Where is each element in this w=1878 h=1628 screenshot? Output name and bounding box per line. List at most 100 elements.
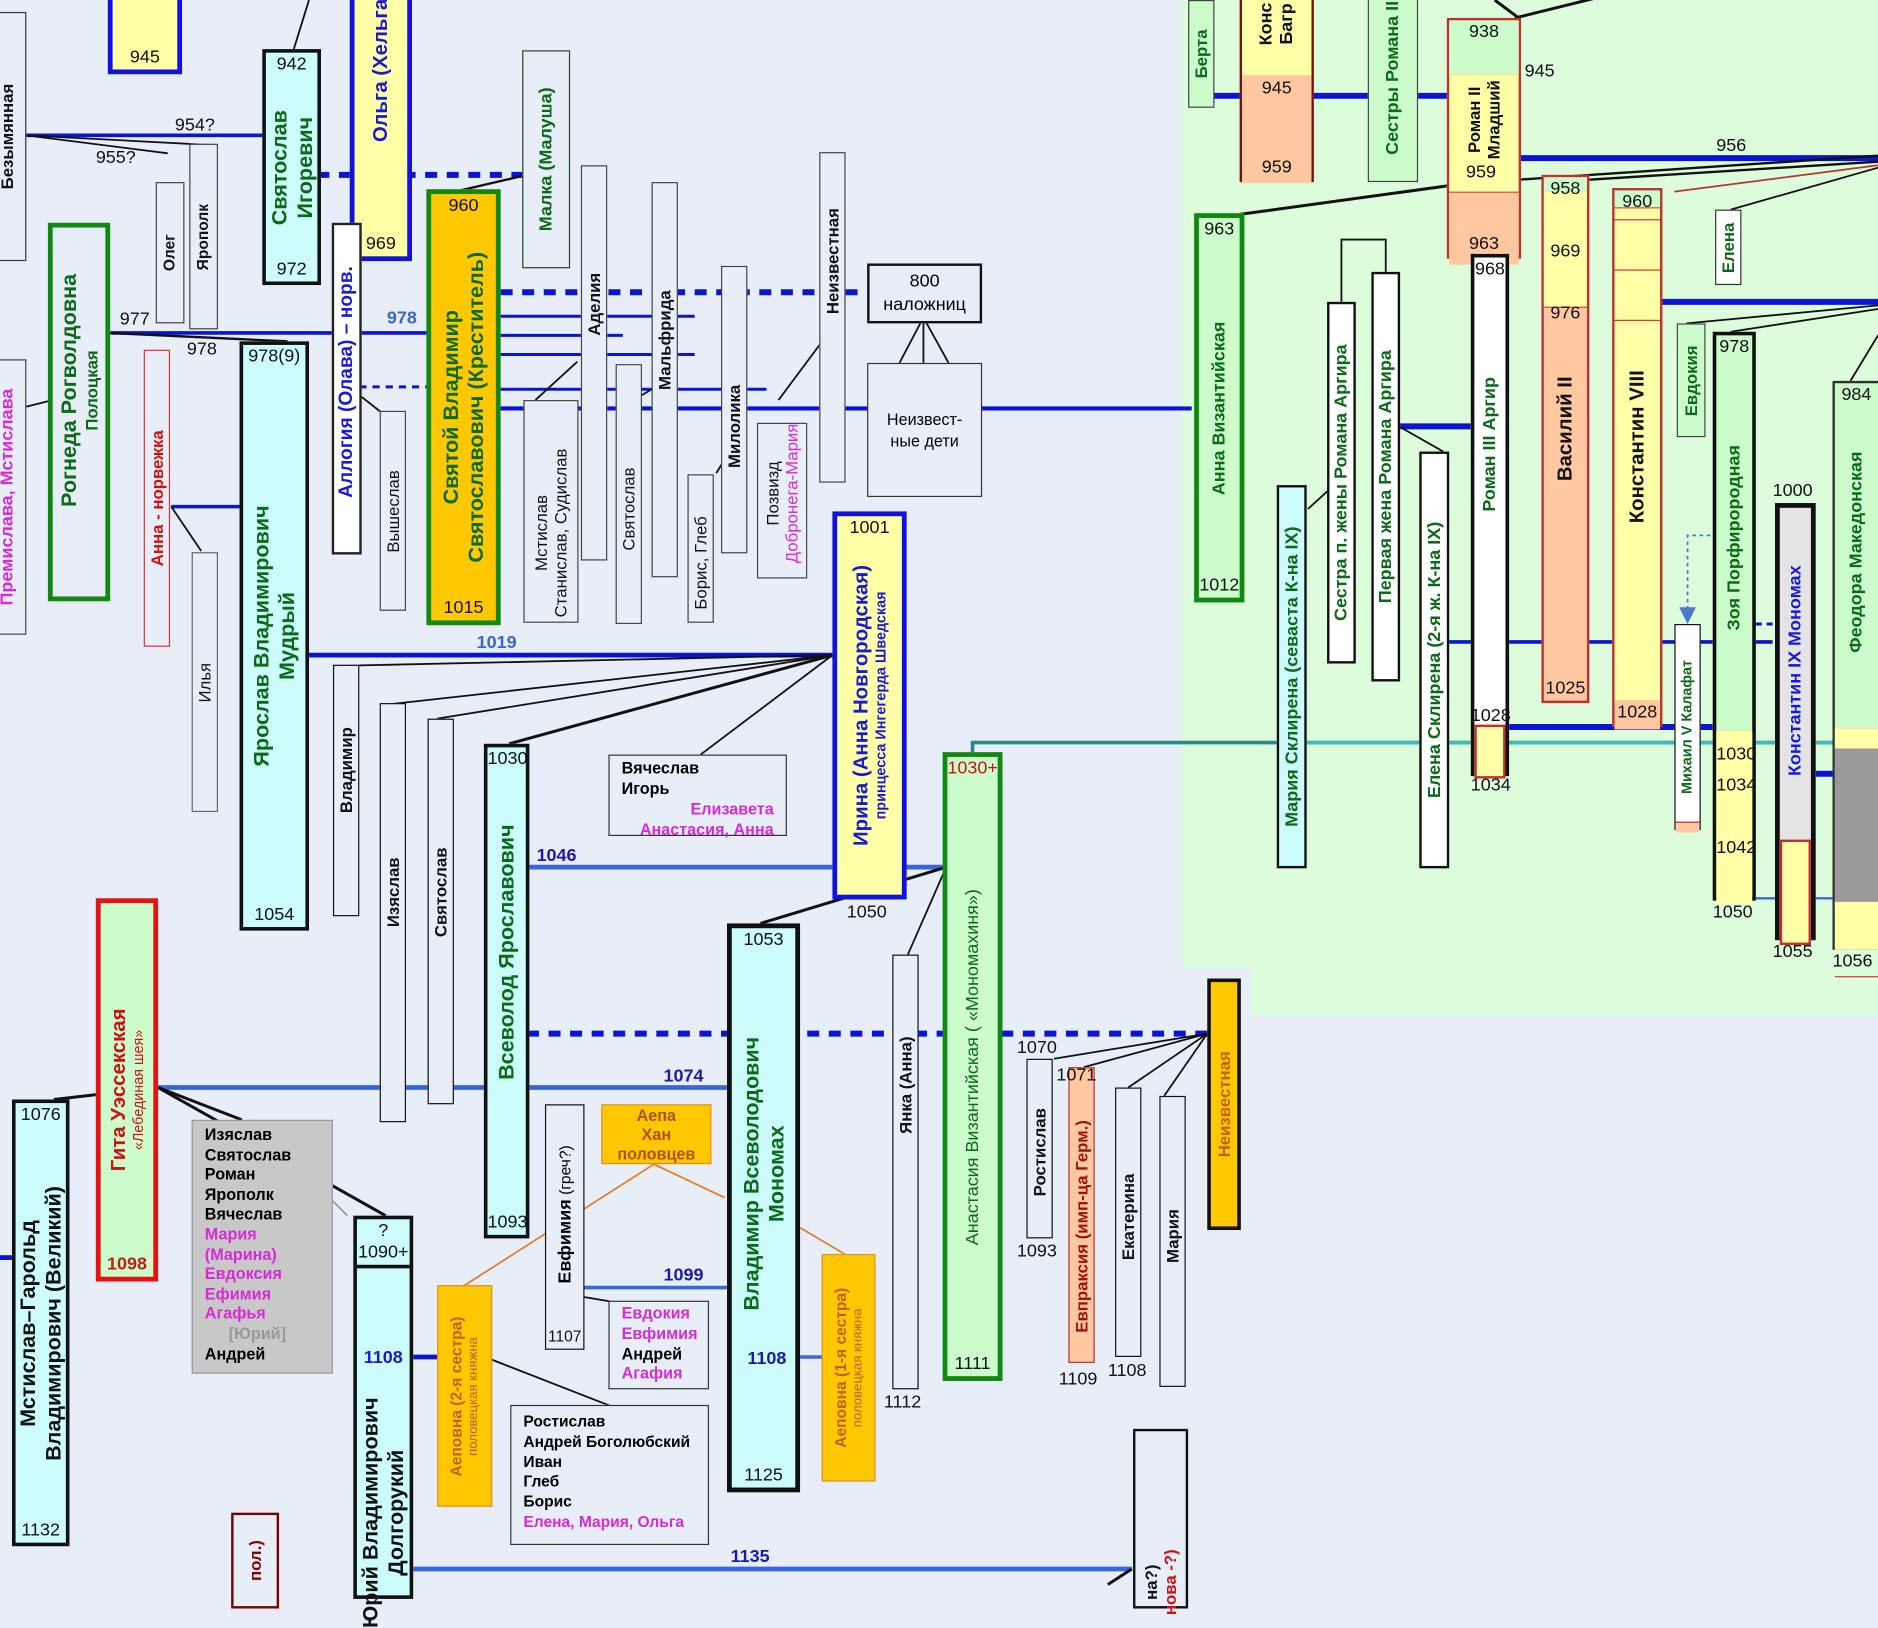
child-name: Святослав <box>204 1145 292 1164</box>
svyatoslav3-box[interactable]: Святослав <box>427 718 454 1105</box>
neizvestnaya1-box[interactable]: Неизвестная <box>819 152 846 483</box>
name-text: Святослав <box>266 109 291 225</box>
name-text: нова -?) <box>1160 1548 1180 1615</box>
anna-byz-box-label: Анна Византийская <box>1209 321 1230 495</box>
birth-year-uncertain: ? <box>378 1220 389 1241</box>
parent-line <box>534 361 578 401</box>
malka-box[interactable]: Малка (Малуша) <box>522 50 571 269</box>
olga-box[interactable]: 945 <box>107 0 183 75</box>
anna-norvezhka-box[interactable]: Анна - норвежка <box>143 349 171 647</box>
premyslava-box[interactable]: Премислава, Мстислава <box>0 359 27 635</box>
death-year: 1034 <box>1470 774 1511 796</box>
reign-divider <box>1614 219 1661 221</box>
elena-sklirena-box[interactable]: Елена Склирена (2-я ж. К-на IX) <box>1419 451 1450 869</box>
neizvestnaya2-box[interactable]: Неизвестная <box>1207 978 1241 1231</box>
yanka-box-label: Янка (Анна) <box>896 1037 915 1134</box>
bezymyannaya-box[interactable]: Безымянная <box>0 11 27 262</box>
name-text: Михаил V Калафат <box>1678 659 1695 795</box>
olga-box-2[interactable]: Ольга (Хельга)969 <box>349 0 413 262</box>
berta-box[interactable]: Берта <box>1188 0 1215 108</box>
unknown-children-label: ные дети <box>890 432 959 451</box>
roman-sisters-box[interactable]: Сестры Романа II <box>1367 0 1419 183</box>
parent-line <box>1127 1032 1208 1089</box>
reign-segment <box>1834 748 1878 902</box>
berta-box-label: Берта <box>1192 29 1211 78</box>
unknown-children-box[interactable]: Неизвест-ные дети <box>867 362 983 498</box>
malfrida-box[interactable]: Мальфрида <box>651 182 678 578</box>
vysheslav-box[interactable]: Вышеслав <box>379 410 407 611</box>
gita-box[interactable]: Гита Уэссекская«Лебединая шея»1098 <box>95 898 159 1282</box>
maria-sklirena-box[interactable]: Мария Склирена (севаста К-на IX) <box>1276 485 1307 869</box>
name-text: Полоцкая <box>81 349 101 431</box>
parent-line <box>898 316 925 364</box>
ekaterina-box[interactable]: Екатерина <box>1115 1087 1142 1357</box>
child-name: Евфимия <box>621 1324 698 1343</box>
vladimir2-box[interactable]: Владимир <box>332 664 360 917</box>
oleg-box[interactable]: Олег <box>155 182 185 324</box>
name-text: Малка (Малуша) <box>535 87 557 232</box>
sister-argir-box[interactable]: Сестра п. жены Романа Аргира <box>1327 301 1356 664</box>
allogia-box[interactable]: Аллогия (Олава) – норв. <box>331 222 362 555</box>
aepovna2-box[interactable]: Аеповна (2-я сестра)половецкая княжна <box>437 1285 493 1507</box>
boris-gleb-box[interactable]: Борис, Глеб <box>687 474 714 623</box>
elena-box[interactable]: Елена <box>1715 209 1742 286</box>
irina-box[interactable]: Ирина (Анна Новгородская)принцесса Ингег… <box>832 511 907 900</box>
roman-sisters-box-label: Сестры Романа II <box>1383 0 1404 154</box>
milolika-box[interactable]: Милолика <box>721 265 748 554</box>
birth-year: 978 <box>1719 336 1750 357</box>
child-name: Андрей <box>621 1344 683 1363</box>
bottom-right-box[interactable]: на?)нова -?) <box>1133 1428 1189 1615</box>
yanka-box[interactable]: Янка (Анна) <box>892 954 919 1390</box>
parent-line <box>1107 1567 1133 1586</box>
vysheslav-box-label: Вышеслав <box>383 470 402 552</box>
arrow-down-icon <box>1679 607 1696 625</box>
maria-box[interactable]: Мария <box>1159 1095 1186 1387</box>
aepovna1-box[interactable]: Аеповна (1-я сестра)половецкая княжна <box>821 1253 876 1482</box>
svyatoslav2-box[interactable]: Святослав <box>615 364 642 625</box>
adelia-box[interactable]: Аделия <box>580 165 608 561</box>
yaropolk-box[interactable]: Ярополк <box>189 143 218 330</box>
parent-line <box>110 331 288 343</box>
birth-year: 1071 <box>1056 1064 1097 1086</box>
gita-box-label: Гита Уэссекская«Лебединая шея» <box>107 1009 147 1172</box>
name-text: Мстислав <box>531 495 551 572</box>
anastasia-byz-box[interactable]: Анастасия Византийская ( «Мономахиня»)10… <box>942 752 1003 1381</box>
bezymyannaya-box-label: Безымянная <box>0 84 17 190</box>
izyaslav-box[interactable]: Изяслав <box>379 703 407 1123</box>
mikhail5-box[interactable]: Михаил V Калафат <box>1674 624 1701 833</box>
rostislav-box[interactable]: Ростислав <box>1026 1058 1053 1239</box>
parent-line <box>1730 166 1878 211</box>
evdokia-box[interactable]: Евдокия <box>1676 323 1706 438</box>
efimia-box[interactable]: Евфимия (греч?)1107 <box>544 1104 585 1350</box>
first-wife-argir-box[interactable]: Первая жена Романа Аргира <box>1371 271 1401 682</box>
konst9-box[interactable]: Константин IX Мономах <box>1774 503 1816 945</box>
bottom-pol-box[interactable]: пол.) <box>231 1512 280 1609</box>
evpraksia-box[interactable]: Евпраксия (имп-ца Герм.) <box>1068 1067 1095 1363</box>
ilya-box[interactable]: Илья <box>191 552 218 813</box>
